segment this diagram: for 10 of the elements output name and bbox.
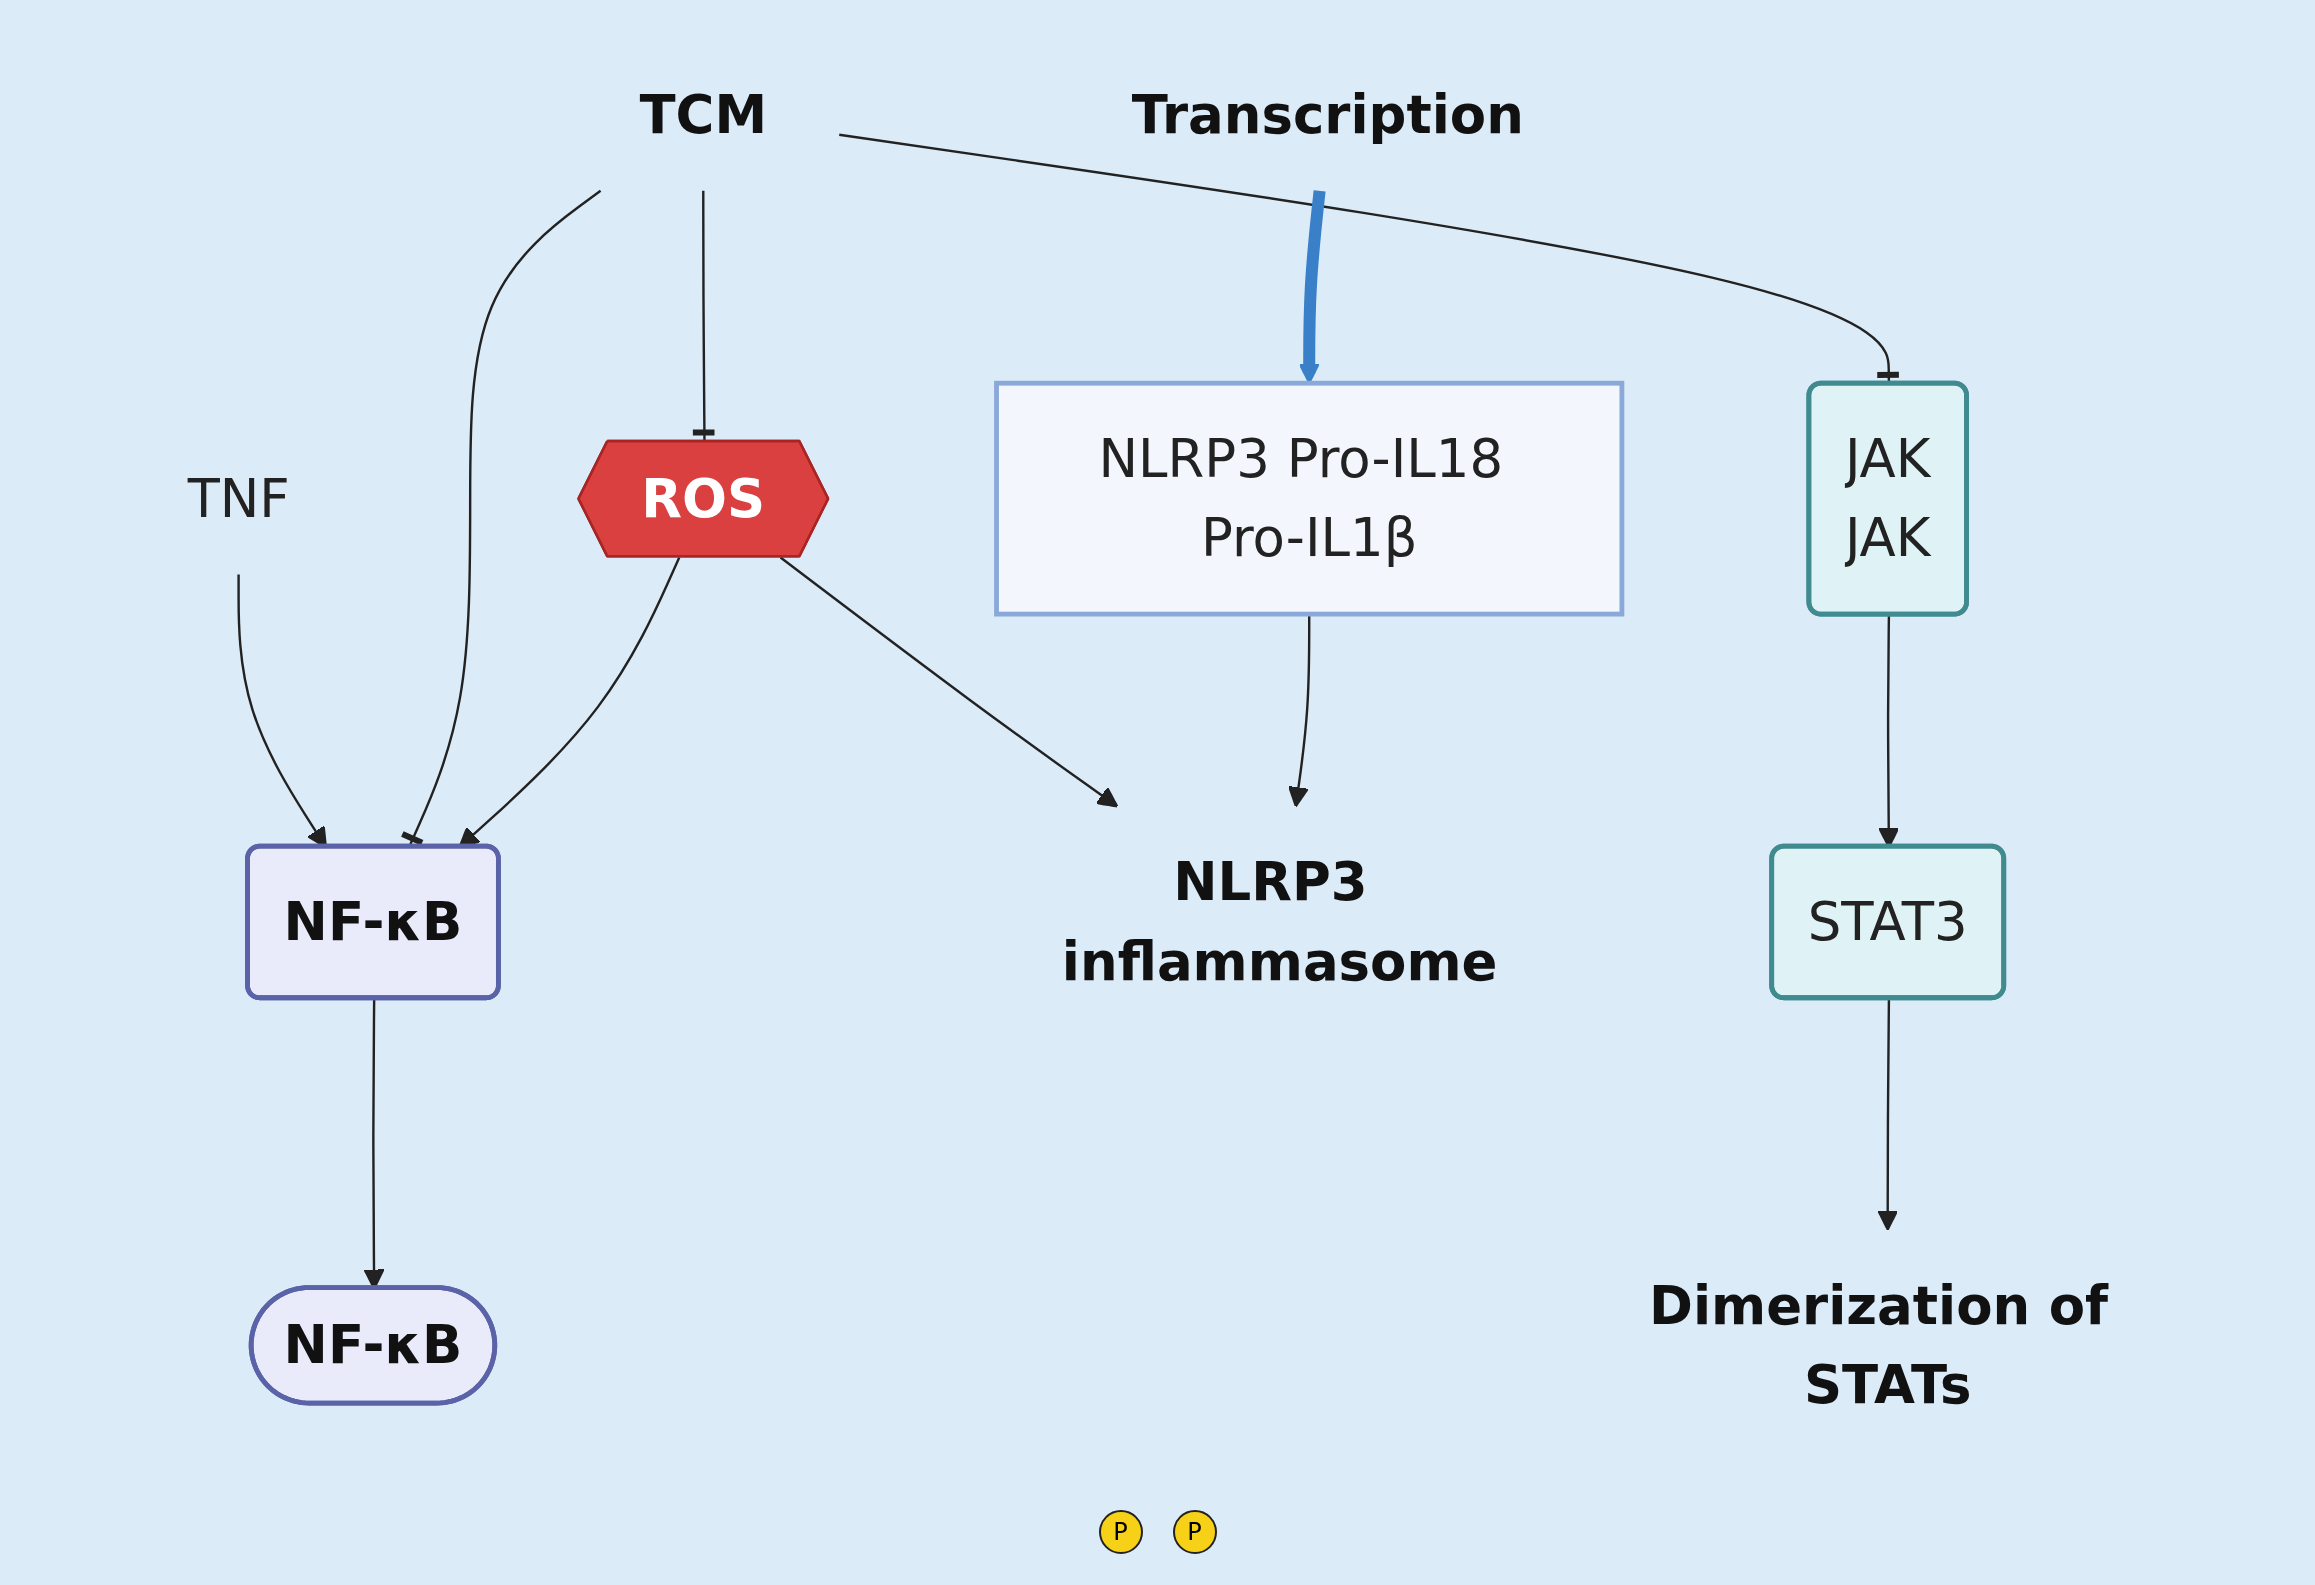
- node-text: Transcription: [1131, 84, 1524, 146]
- phosphate-label: P: [1098, 1510, 1143, 1554]
- node-text: NLRP3 inflammasome: [1061, 852, 1498, 992]
- node-text: Dimerization of STATs: [1648, 1275, 2108, 1416]
- node-text: TNF: [187, 468, 290, 529]
- arrow: [779, 556, 1119, 808]
- arrow: [1876, 998, 1898, 1231]
- node-box: NLRP3 Pro-IL18 Pro-IL1β: [993, 380, 1624, 617]
- phosphate-label: P: [1172, 1510, 1217, 1554]
- node-text: TCM: [639, 84, 767, 146]
